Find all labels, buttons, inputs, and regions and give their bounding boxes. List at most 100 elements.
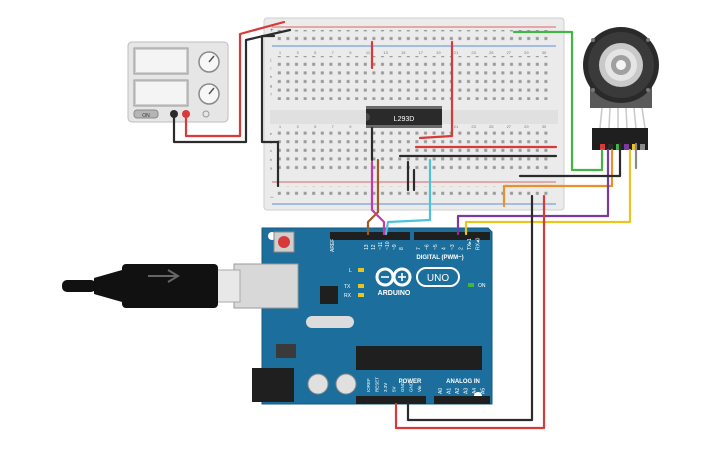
wire-cyan	[384, 158, 432, 236]
atmega-chip	[356, 346, 482, 370]
digital-pin-label: 2	[459, 247, 465, 250]
wire-5v	[394, 194, 546, 430]
led-on	[468, 283, 474, 287]
digital-header-2	[414, 232, 490, 240]
column-number: 13	[383, 50, 388, 55]
led-l-label: L	[349, 268, 352, 274]
column-number: 5	[314, 124, 317, 129]
crystal	[306, 316, 354, 328]
row-letter: f	[270, 91, 272, 96]
voltage-knob[interactable]	[198, 51, 220, 73]
digital-pin-label: TX▸1	[467, 238, 473, 250]
usb-cable[interactable]	[62, 264, 241, 308]
brand-label: ARDUINO	[378, 290, 411, 297]
svg-text:ON: ON	[142, 113, 150, 119]
power-pin-label: GND	[409, 381, 414, 392]
led-rx-label: RX	[344, 293, 352, 299]
power-pin-label: GND	[400, 381, 405, 392]
row-letter: j	[270, 57, 272, 62]
column-number: 1	[279, 50, 282, 55]
row-letter: i	[271, 66, 272, 71]
analog-pin-label: A3	[464, 388, 470, 394]
column-number: 11	[366, 50, 371, 55]
column-number: 7	[332, 50, 335, 55]
column-number: 23	[471, 50, 476, 55]
voltage-regulator	[276, 344, 296, 358]
digital-pin-label: ~3	[450, 244, 456, 250]
column-number: 30	[542, 124, 547, 129]
wire-psu-power	[184, 20, 286, 138]
l293d-chip[interactable]: L293D	[366, 106, 442, 128]
column-number: 27	[507, 124, 512, 129]
power-label: POWER	[399, 379, 422, 385]
current-display	[136, 82, 186, 104]
column-number: 9	[349, 124, 352, 129]
reset-button[interactable]	[273, 231, 295, 253]
wire-brown	[366, 158, 380, 236]
analog-pin-label: A4	[472, 388, 478, 394]
column-number: 30	[542, 50, 547, 55]
column-number: 19	[436, 50, 441, 55]
column-number: 23	[471, 124, 476, 129]
digital-pin-label: ~10	[385, 241, 391, 250]
digital-pin-label: RX◂0	[476, 238, 482, 250]
analog-header	[434, 396, 490, 404]
voltage-display	[136, 50, 186, 72]
column-number: 17	[419, 50, 424, 55]
row-letter: b	[270, 157, 273, 162]
row-letter: a	[270, 165, 273, 170]
column-number: 15	[401, 50, 406, 55]
led-rx	[358, 293, 364, 297]
column-number: 3	[296, 50, 299, 55]
uno-badge	[416, 267, 460, 287]
wire-magenta	[370, 160, 386, 236]
capacitor-2	[335, 373, 357, 395]
digital-label: DIGITAL (PWM~)	[416, 255, 463, 261]
wire-motor-yellow	[464, 148, 632, 236]
column-number: 9	[349, 50, 352, 55]
power-pin-label: Vin	[417, 385, 422, 392]
usb-chip	[320, 286, 338, 304]
usb-icon	[148, 269, 180, 283]
power-jack[interactable]	[252, 368, 294, 402]
column-number: 21	[454, 124, 459, 129]
digital-pin-label: ~5	[433, 244, 439, 250]
on-button[interactable]: ON	[133, 109, 159, 119]
row-letter: h	[270, 74, 272, 79]
column-number: 1	[279, 124, 282, 129]
model-label: UNO	[427, 273, 449, 284]
digital-pin-label: ~9	[392, 244, 398, 250]
current-knob[interactable]	[198, 83, 220, 105]
dc-motor[interactable]	[583, 27, 659, 150]
led-tx-label: TX	[344, 284, 351, 290]
analog-pin-label: A5	[481, 388, 487, 394]
chip-label: L293D	[394, 116, 415, 123]
rail-plus-label: +	[270, 28, 274, 34]
ground-terminal	[202, 110, 210, 118]
column-number: 25	[489, 124, 494, 129]
row-letter: g	[270, 83, 272, 88]
digital-pin-label: 4	[442, 247, 448, 250]
power-pin-label: 5V	[392, 386, 397, 392]
aref-label: AREF	[330, 239, 336, 252]
row-letter: c	[270, 148, 272, 153]
top-power-rail	[276, 30, 552, 42]
wire-gnd	[406, 194, 534, 422]
column-number: 3	[296, 124, 299, 129]
bottom-terminal-strip	[276, 130, 552, 174]
usb-port[interactable]	[233, 263, 299, 309]
analog-label: ANALOG IN	[446, 379, 480, 385]
top-terminal-strip	[276, 56, 552, 100]
rail-minus-label: −	[270, 195, 274, 201]
power-supply[interactable]: ON	[127, 41, 229, 123]
bottom-power-rail	[276, 186, 552, 198]
column-number: 29	[524, 50, 529, 55]
led-tx	[358, 284, 364, 288]
power-pin-label: IOREF	[366, 378, 371, 392]
analog-pin-label: A2	[455, 388, 461, 394]
digital-pin-label: ~11	[378, 242, 384, 250]
wires	[172, 20, 638, 430]
digital-pin-label: 7	[416, 247, 422, 250]
